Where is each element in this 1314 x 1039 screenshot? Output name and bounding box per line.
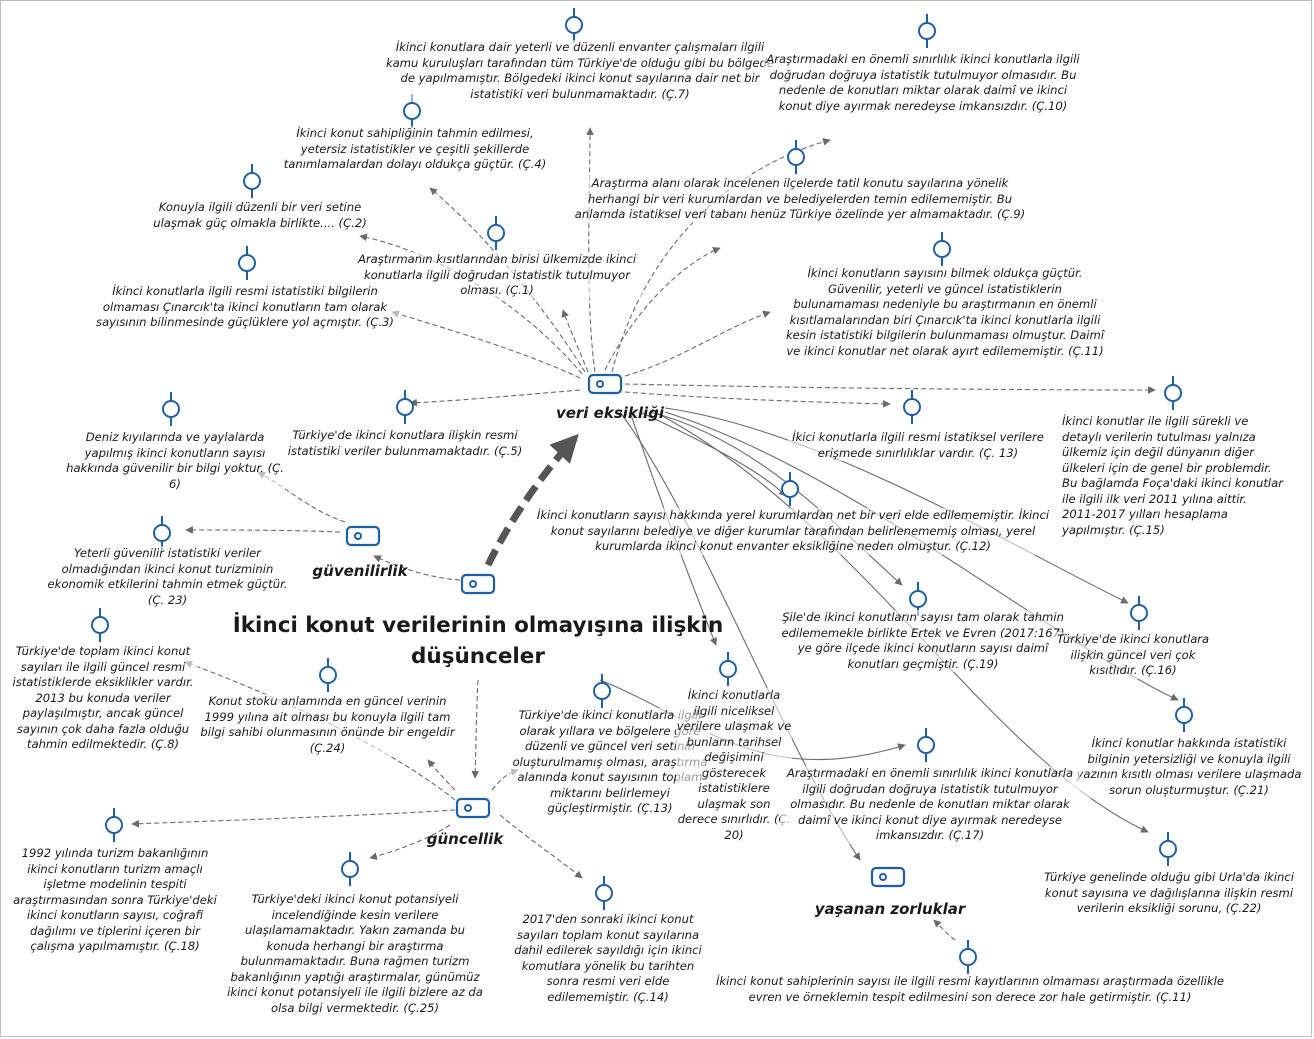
quote-c20[interactable]: İkinci konutlarla ilgili niceliksel veri…: [676, 688, 792, 843]
quote-pin-icon[interactable]: [90, 608, 110, 642]
quote-c19[interactable]: Şile'de ikinci konutların sayısı tam ola…: [778, 610, 1068, 672]
quote-pin-icon[interactable]: [916, 728, 936, 762]
link-veri-c12: [639, 411, 787, 497]
quote-pin-icon[interactable]: [594, 876, 614, 910]
link-veri-c13a: [624, 391, 891, 408]
link-veri-c7: [586, 127, 596, 373]
quote-c11b[interactable]: İkinci konut sahiplerinin sayısı ile ilg…: [700, 974, 1240, 1005]
quote-pin-icon[interactable]: [242, 164, 262, 198]
quote-c1[interactable]: Araştırmanın kısıtlarından birisi ülkemi…: [352, 252, 642, 299]
quote-pin-icon[interactable]: [340, 852, 360, 886]
link-zorluk-c11b: [933, 919, 956, 941]
quote-pin-icon[interactable]: [161, 392, 181, 426]
link-guncel-c13b: [491, 768, 519, 791]
code-label-yasanan-zorluklar[interactable]: yaşanan zorluklar: [814, 900, 966, 918]
quote-c25[interactable]: Türkiye'deki ikinci konut potansiyeli in…: [225, 892, 485, 1016]
quote-c13a[interactable]: İkici konutlarla ilgili resmi istatiksel…: [788, 430, 1048, 461]
quote-c21[interactable]: İkinci konutlar hakkında istatistiki bil…: [1070, 736, 1308, 798]
quote-pin-icon[interactable]: [1129, 596, 1149, 630]
quote-c7[interactable]: İkinci konutlara dair yeterli ve düzenli…: [380, 40, 780, 102]
diagram-title: İkinci konut verilerinin olmayışına iliş…: [228, 610, 728, 672]
quote-c18[interactable]: 1992 yılında turizm bakanlığının ikinci …: [10, 846, 220, 955]
code-tag-icon[interactable]: [460, 572, 496, 596]
code-tag-icon[interactable]: [587, 372, 623, 396]
quote-c11a[interactable]: İkinci konutların sayısını bilmek oldukç…: [785, 266, 1105, 359]
link-guncel-title: [471, 679, 480, 779]
main-relation-arrow: [484, 433, 579, 567]
code-label-guvenilirlik[interactable]: güvenilirlik: [312, 562, 408, 580]
dashed-connectors: [131, 127, 1156, 941]
quote-pin-icon[interactable]: [958, 940, 978, 974]
title-line-2: düşünceler: [411, 644, 545, 669]
code-tag-icon[interactable]: [870, 865, 906, 889]
link-guncel-c14: [499, 814, 583, 879]
quote-pin-icon[interactable]: [780, 472, 800, 506]
link-veri-c1: [561, 309, 589, 373]
quote-c14[interactable]: 2017'den sonraki ikinci konut sayıları t…: [512, 912, 704, 1005]
quote-c4[interactable]: İkinci konut sahipliğinin tahmin edilmes…: [280, 126, 550, 173]
quote-c10[interactable]: Araştırmadaki en önemli sınırlılık ikinc…: [763, 52, 1083, 114]
link-guncel-c24: [427, 759, 456, 791]
quote-c23[interactable]: Yeterli güvenilir istatistiki veriler ol…: [45, 546, 290, 608]
link-guven-from-tag: [373, 555, 461, 581]
code-tag-icon[interactable]: [455, 796, 491, 820]
link-guven-c23: [185, 526, 341, 534]
quote-pin-icon[interactable]: [786, 140, 806, 174]
quote-c17[interactable]: Araştırmadaki en önemli sınırlılık ikinc…: [780, 766, 1080, 844]
quote-c9[interactable]: Araştırma alanı olarak incelenen ilçeler…: [570, 176, 1030, 223]
link-veri-c5: [409, 389, 581, 407]
link-veri-c9: [604, 247, 721, 371]
quote-c3[interactable]: İkinci konutlarla ilgili resmi istatisti…: [90, 284, 400, 331]
link-guncel-c25: [369, 824, 451, 860]
quote-c15[interactable]: İkinci konutlar ile ilgili sürekli ve de…: [1062, 414, 1284, 538]
quote-c5[interactable]: Türkiye'de ikinci konutlara ilişkin resm…: [275, 428, 535, 459]
quote-pin-icon[interactable]: [902, 390, 922, 424]
quote-c2[interactable]: Konuyla ilgili düzenli bir veri setine u…: [135, 200, 385, 231]
link-veri-c3: [391, 310, 581, 379]
link-guncel-c18: [131, 809, 456, 828]
code-tag-icon[interactable]: [345, 524, 381, 548]
link-veri-c2: [359, 233, 583, 375]
link-veri-c16: [664, 407, 1129, 604]
quote-pin-icon[interactable]: [152, 516, 172, 550]
quote-pin-icon[interactable]: [1174, 698, 1194, 732]
quote-pin-icon[interactable]: [1163, 376, 1183, 410]
quote-c12[interactable]: İkinci konutların sayısı hakkında yerel …: [528, 508, 1058, 555]
link-veri-c11a: [624, 310, 771, 377]
quote-pin-icon[interactable]: [1158, 832, 1178, 866]
title-line-1: İkinci konut verilerinin olmayışına iliş…: [232, 613, 724, 638]
quote-pin-icon[interactable]: [564, 8, 584, 42]
quote-pin-icon[interactable]: [917, 14, 937, 48]
link-veri-c15: [624, 383, 1156, 394]
quote-pin-icon[interactable]: [395, 390, 415, 424]
quote-c24[interactable]: Konut stoku anlamında en güncel verinin …: [200, 694, 455, 756]
quote-pin-icon[interactable]: [318, 658, 338, 692]
quote-c8[interactable]: Türkiye'de toplam ikinci konut sayıları …: [8, 644, 198, 753]
quote-pin-icon[interactable]: [718, 652, 738, 686]
quote-pin-icon[interactable]: [592, 674, 612, 708]
quote-c16[interactable]: Türkiye'de ikinci konutlara ilişkin günc…: [1052, 632, 1214, 679]
quote-pin-icon[interactable]: [486, 216, 506, 250]
quote-c22[interactable]: Türkiye genelinde olduğu gibi Urla'da ik…: [1030, 870, 1308, 917]
quote-pin-icon[interactable]: [932, 232, 952, 266]
quote-c6[interactable]: Deniz kıyılarında ve yaylalarda yapılmış…: [65, 430, 285, 492]
quote-pin-icon[interactable]: [104, 808, 124, 842]
code-label-veri-eksikligi[interactable]: veri eksikliği: [555, 404, 665, 422]
code-label-guncellik[interactable]: güncellik: [426, 830, 504, 848]
quote-pin-icon[interactable]: [237, 246, 257, 280]
